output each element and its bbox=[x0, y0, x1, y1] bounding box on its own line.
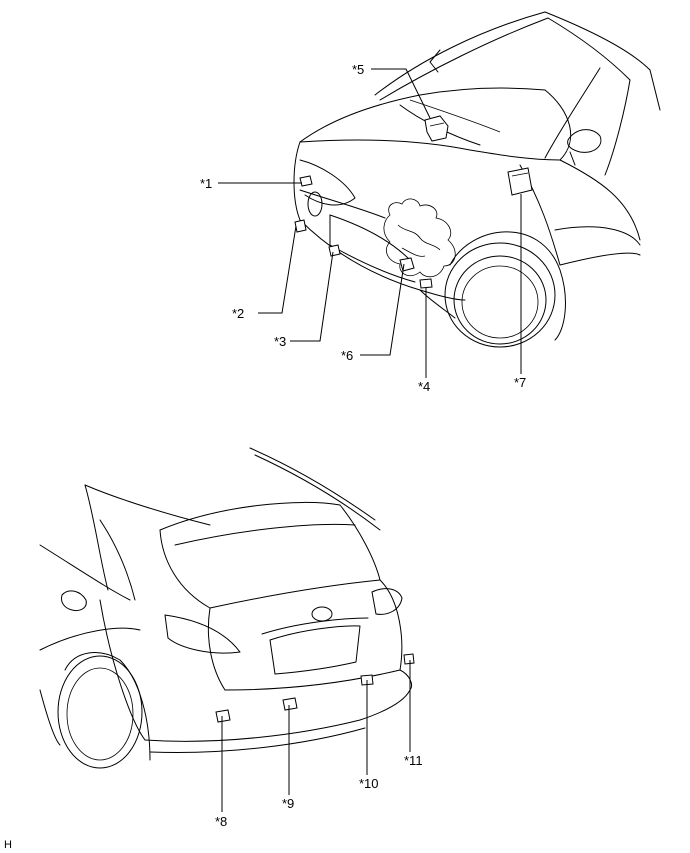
rear-leader-lines bbox=[221, 660, 411, 812]
front-leader-lines bbox=[218, 68, 522, 378]
part-9-sensor bbox=[282, 697, 298, 711]
callout-label-11: *11 bbox=[404, 753, 423, 768]
callout-label-2: *2 bbox=[232, 306, 244, 321]
part-2-sensor bbox=[294, 219, 307, 233]
part-8-sensor bbox=[215, 709, 231, 723]
part-6-sensor bbox=[399, 257, 415, 272]
callout-label-3: *3 bbox=[274, 334, 286, 349]
callout-label-10: *10 bbox=[359, 776, 379, 791]
part-1-sensor bbox=[299, 175, 313, 187]
callout-label-1: *1 bbox=[200, 176, 212, 191]
front-vehicle-illustration bbox=[293, 11, 661, 348]
callout-label-5: *5 bbox=[352, 62, 364, 77]
callout-label-8: *8 bbox=[215, 814, 227, 829]
callout-label-4: *4 bbox=[418, 379, 430, 394]
part-4-sensor bbox=[419, 278, 433, 289]
part-5-module bbox=[424, 115, 449, 142]
callout-label-9: *9 bbox=[282, 796, 294, 811]
callout-label-6: *6 bbox=[341, 348, 353, 363]
part-11-sensor bbox=[403, 653, 415, 665]
callout-label-7: *7 bbox=[514, 375, 526, 390]
rear-vehicle-illustration bbox=[39, 447, 413, 769]
corner-mark: H bbox=[4, 839, 12, 851]
part-3-sensor bbox=[328, 244, 341, 257]
part-7-control-unit bbox=[507, 167, 533, 196]
